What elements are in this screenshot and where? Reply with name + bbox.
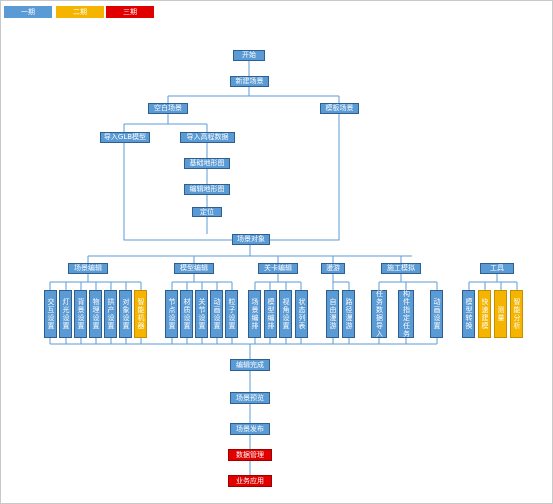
import-glb-node: 导入GLB模型 [100, 132, 150, 143]
joint-settings-leaf: 关节设置 [195, 290, 208, 338]
edit-done-node: 编辑完成 [230, 359, 270, 371]
scene-orchestration-leaf: 场景编排 [248, 290, 261, 338]
measure-leaf: 测量 [494, 290, 507, 338]
material-settings-leaf: 材质设置 [180, 290, 193, 338]
component-task-leaf: 构件指定任务 [398, 290, 414, 338]
scene-publish-node: 场景发布 [230, 423, 270, 435]
node-settings-leaf: 节点设置 [165, 290, 178, 338]
light-settings-leaf: 灯光设置 [59, 290, 72, 338]
base-terrain-node: 基础地形图 [184, 158, 230, 169]
legend-phase-3: 三期 [106, 6, 154, 18]
scene-edit-category: 场景编辑 [68, 263, 108, 274]
background-settings-leaf: 背景设置 [74, 290, 87, 338]
physics-settings-leaf: 物理设置 [89, 290, 102, 338]
legend-phase-1: 一期 [4, 6, 52, 18]
business-app-node: 业务应用 [228, 475, 272, 487]
legend-phase-2: 二期 [56, 6, 104, 18]
object-settings-leaf: 对象设置 [119, 290, 132, 338]
locate-node: 定位 [192, 207, 222, 217]
model-convert-leaf: 模型转换 [462, 290, 475, 338]
scene-object-node: 场景对象 [232, 234, 270, 245]
roam-category: 漫游 [321, 263, 345, 274]
new-scene-node: 新建场景 [230, 76, 269, 87]
camera-settings-leaf: 拱产设置 [104, 290, 117, 338]
construction-sim-category: 施工模拟 [381, 263, 421, 274]
tools-category: 工具 [480, 263, 514, 274]
free-roam-leaf: 自由漫游 [326, 290, 339, 338]
task-data-import-leaf: 任务数据导入 [371, 290, 387, 338]
smart-camera-leaf: 智能机器 [134, 290, 147, 338]
start-node: 开始 [233, 50, 265, 61]
state-list-leaf: 状态列表 [295, 290, 308, 338]
particle-settings-leaf: 粒子设置 [225, 290, 238, 338]
scene-preview-node: 场景预览 [230, 392, 270, 404]
model-edit-category: 模型编辑 [174, 263, 214, 274]
edit-terrain-node: 编辑地形图 [184, 184, 230, 195]
level-edit-category: 关卡编辑 [258, 263, 298, 274]
model-orchestration-leaf: 模型编排 [264, 290, 277, 338]
view-settings-leaf: 视角设置 [279, 290, 292, 338]
template-scene-node: 模板场景 [320, 103, 359, 114]
smart-analysis-leaf: 智能分析 [510, 290, 523, 338]
animation-settings-leaf: 动画设置 [210, 290, 223, 338]
import-elevation-node: 导入高程数据 [180, 132, 235, 143]
quick-build-leaf: 快速建模 [478, 290, 491, 338]
blank-scene-node: 空白场景 [148, 103, 188, 114]
animation-settings-2-leaf: 动画设置 [430, 290, 443, 338]
interaction-settings-leaf: 交互设置 [44, 290, 57, 338]
data-manage-node: 数据管理 [228, 449, 272, 461]
route-roam-leaf: 路径漫游 [342, 290, 355, 338]
